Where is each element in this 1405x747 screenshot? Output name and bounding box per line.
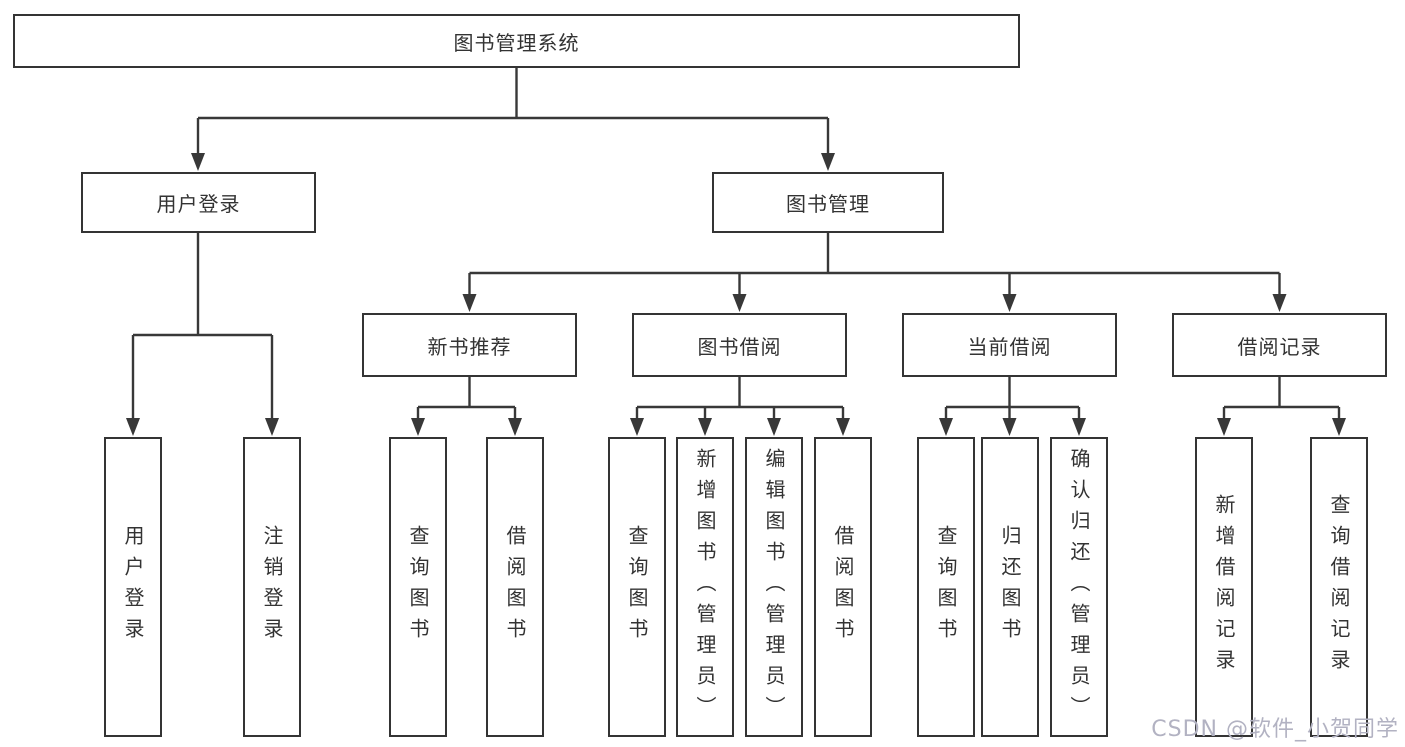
node-root-system: 图书管理系统	[13, 14, 1020, 68]
node-user-login-label: 用户登录	[156, 192, 241, 216]
leaf-user-login: 用户登录	[104, 437, 162, 737]
leaf-user-login-label: 用户登录	[121, 525, 145, 649]
node-root-label: 图书管理系统	[453, 30, 580, 55]
leaf-query-books-current: 查询图书	[917, 437, 975, 737]
leaf-query-books-borrow-label: 查询图书	[625, 525, 649, 649]
node-book-management: 图书管理	[712, 172, 944, 233]
leaf-borrow-books: 借阅图书	[814, 437, 872, 737]
node-new-book-recommend: 新书推荐	[362, 313, 577, 377]
leaf-return-book-label: 归还图书	[998, 525, 1022, 649]
leaf-query-books-borrow: 查询图书	[608, 437, 666, 737]
leaf-edit-book-admin-label: 编辑图书（管理员）	[762, 447, 786, 727]
leaf-confirm-return-admin: 确认归还（管理员）	[1050, 437, 1108, 737]
leaf-add-borrow-record: 新增借阅记录	[1195, 437, 1253, 737]
node-borrow-records-label: 借阅记录	[1237, 334, 1322, 359]
leaf-query-books-recommend-label: 查询图书	[406, 525, 430, 649]
leaf-query-books-current-label: 查询图书	[934, 525, 958, 649]
leaf-query-books-recommend: 查询图书	[389, 437, 447, 737]
node-current-borrow-label: 当前借阅	[967, 334, 1052, 359]
leaf-query-borrow-record-label: 查询借阅记录	[1327, 494, 1351, 680]
node-book-management-label: 图书管理	[786, 192, 870, 216]
node-new-book-recommend-label: 新书推荐	[427, 334, 512, 359]
leaf-add-borrow-record-label: 新增借阅记录	[1212, 494, 1236, 680]
leaf-borrow-books-recommend: 借阅图书	[486, 437, 544, 737]
node-user-login: 用户登录	[81, 172, 316, 233]
leaf-logout-label: 注销登录	[260, 525, 284, 649]
node-current-borrow: 当前借阅	[902, 313, 1117, 377]
leaf-borrow-books-recommend-label: 借阅图书	[503, 525, 527, 649]
leaf-add-book-admin-label: 新增图书（管理员）	[693, 447, 717, 727]
leaf-borrow-books-label: 借阅图书	[831, 525, 855, 649]
node-book-borrow: 图书借阅	[632, 313, 847, 377]
leaf-edit-book-admin: 编辑图书（管理员）	[745, 437, 803, 737]
leaf-query-borrow-record: 查询借阅记录	[1310, 437, 1368, 737]
leaf-return-book: 归还图书	[981, 437, 1039, 737]
leaf-add-book-admin: 新增图书（管理员）	[676, 437, 734, 737]
leaf-confirm-return-admin-label: 确认归还（管理员）	[1067, 447, 1091, 727]
node-book-borrow-label: 图书借阅	[697, 334, 782, 359]
node-borrow-records: 借阅记录	[1172, 313, 1387, 377]
leaf-logout: 注销登录	[243, 437, 301, 737]
csdn-watermark: CSDN @软件_小贺同学	[1151, 717, 1399, 742]
